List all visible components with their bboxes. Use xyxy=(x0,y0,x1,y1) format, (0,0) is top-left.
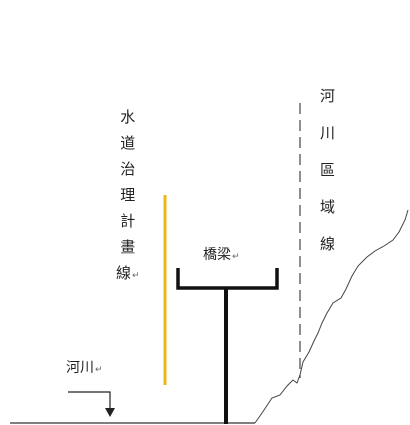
river-arrowhead xyxy=(105,408,115,417)
river-area-line-label: 河 川 區 域 線 xyxy=(320,78,335,263)
riverbank-slope xyxy=(254,209,409,424)
bridge-label: 橋梁↵ xyxy=(203,247,240,263)
label-char: 區 xyxy=(320,161,336,179)
label-char: 畫 xyxy=(120,238,136,256)
label-char: 水 xyxy=(120,108,136,126)
label-char: 線 xyxy=(320,235,336,253)
label-char: 計 xyxy=(120,212,136,230)
label-char: 河 xyxy=(320,87,336,105)
label-char: 理 xyxy=(120,186,136,204)
river-label: 河川↵ xyxy=(66,360,103,376)
label-char: 治 xyxy=(120,160,136,178)
label-char: 域 xyxy=(320,198,336,216)
label-char: 川 xyxy=(320,124,336,142)
bridge-deck xyxy=(176,268,279,290)
river-arrow xyxy=(68,391,111,410)
waterway-plan-line-label: 水 道 治 理 計 畫 線↵ xyxy=(116,104,140,289)
label-char-last: 線↵ xyxy=(116,264,140,282)
label-char: 道 xyxy=(120,134,136,152)
